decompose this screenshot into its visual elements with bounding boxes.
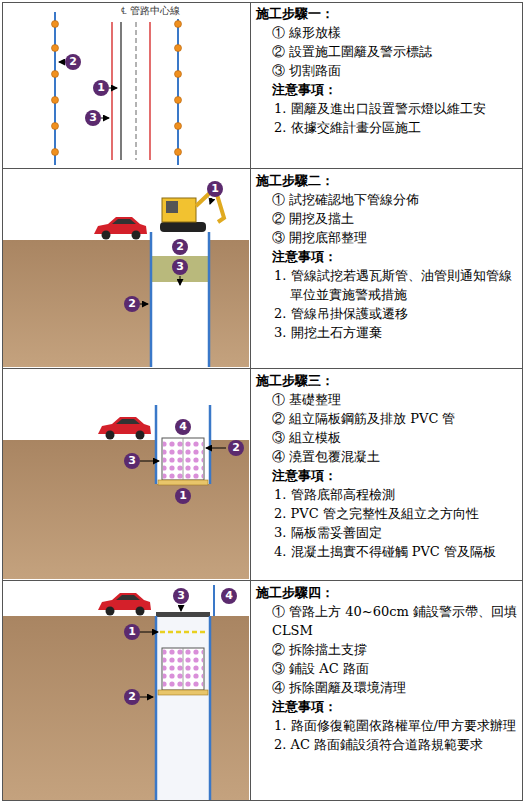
step-text-cell: 施工步驟四：① 管路上方 40~60cm 鋪設警示帶、回填 CLSM② 拆除擋土… <box>256 583 518 754</box>
note-item: 2. PVC 管之完整性及組立之方向性 <box>256 504 518 523</box>
note-item: 3. 隔板需妥善固定 <box>256 523 518 542</box>
step-heading: 施工步驟三： <box>256 371 518 390</box>
note-item: 2. 依據交維計畫分區施工 <box>256 118 518 137</box>
step-heading: 施工步驟四： <box>256 583 518 602</box>
step-item: ① 試挖確認地下管線分佈 <box>256 190 518 209</box>
notes-heading: 注意事項： <box>256 247 518 266</box>
note-item: 3. 開挖土石方運棄 <box>256 323 518 342</box>
note-item: 2. 管線吊掛保護或遷移 <box>256 304 518 323</box>
callout-number: 1 <box>93 80 109 96</box>
step-heading: 施工步驟二： <box>256 171 518 190</box>
callout-number: 2 <box>172 239 188 255</box>
callout-number: 2 <box>124 689 140 705</box>
callout-number: 1 <box>207 181 223 197</box>
step-item: ③ 切割路面 <box>256 61 518 80</box>
step-item: ③ 組立模板 <box>256 428 518 447</box>
step-item: ① 線形放樣 <box>256 23 518 42</box>
step-text-cell: 施工步驟一：① 線形放樣② 設置施工圍籬及警示標誌③ 切割路面注意事項：1. 圍… <box>256 4 518 137</box>
step-text-cell: 施工步驟二：① 試挖確認地下管線分佈② 開挖及擋土③ 開挖底部整理注意事項：1.… <box>256 171 518 342</box>
note-item: 1. 路面修復範圍依路權單位/甲方要求辦理 <box>256 716 518 735</box>
callout-number: 3 <box>124 453 140 469</box>
step-item: ① 管路上方 40~60cm 鋪設警示帶、回填 CLSM <box>256 602 518 640</box>
notes-heading: 注意事項： <box>256 697 518 716</box>
step-heading: 施工步驟一： <box>256 4 518 23</box>
callout-number: 3 <box>172 259 188 275</box>
step-item: ④ 澆置包覆混凝土 <box>256 447 518 466</box>
notes-heading: 注意事項： <box>256 466 518 485</box>
note-item: 4. 混凝土搗實不得碰觸 PVC 管及隔板 <box>256 542 518 561</box>
callout-number: 4 <box>175 419 191 435</box>
callout-number: 1 <box>124 624 140 640</box>
centerline-label: ℄ 管路中心線 <box>120 3 181 19</box>
note-item: 2. AC 路面鋪設須符合道路規範要求 <box>256 735 518 754</box>
step-item: ③ 鋪設 AC 路面 <box>256 659 518 678</box>
note-item: 1. 管路底部高程檢測 <box>256 485 518 504</box>
note-item: 1. 圍籬及進出口設置警示燈以維工安 <box>256 99 518 118</box>
step-item: ③ 開挖底部整理 <box>256 228 518 247</box>
callout-number: 3 <box>85 110 101 126</box>
step-item: ② 設置施工圍籬及警示標誌 <box>256 42 518 61</box>
step-item: ② 拆除擋土支撐 <box>256 640 518 659</box>
note-item: 1. 管線試挖若遇瓦斯管、油管則通知管線單位並實施警戒措施 <box>256 266 518 304</box>
callout-number: 3 <box>173 588 189 604</box>
callout-number: 4 <box>221 588 237 604</box>
step-item: ② 開挖及擋土 <box>256 209 518 228</box>
step-item: ② 組立隔板鋼筋及排放 PVC 管 <box>256 409 518 428</box>
step-item: ① 基礎整理 <box>256 390 518 409</box>
callout-number: 2 <box>228 440 244 456</box>
step-text-cell: 施工步驟三：① 基礎整理② 組立隔板鋼筋及排放 PVC 管③ 組立模板④ 澆置包… <box>256 371 518 561</box>
notes-heading: 注意事項： <box>256 80 518 99</box>
callout-number: 2 <box>124 296 140 312</box>
callout-number: 2 <box>65 54 81 70</box>
step-item: ④ 拆除圍籬及環境清理 <box>256 678 518 697</box>
callout-number: 1 <box>175 488 191 504</box>
